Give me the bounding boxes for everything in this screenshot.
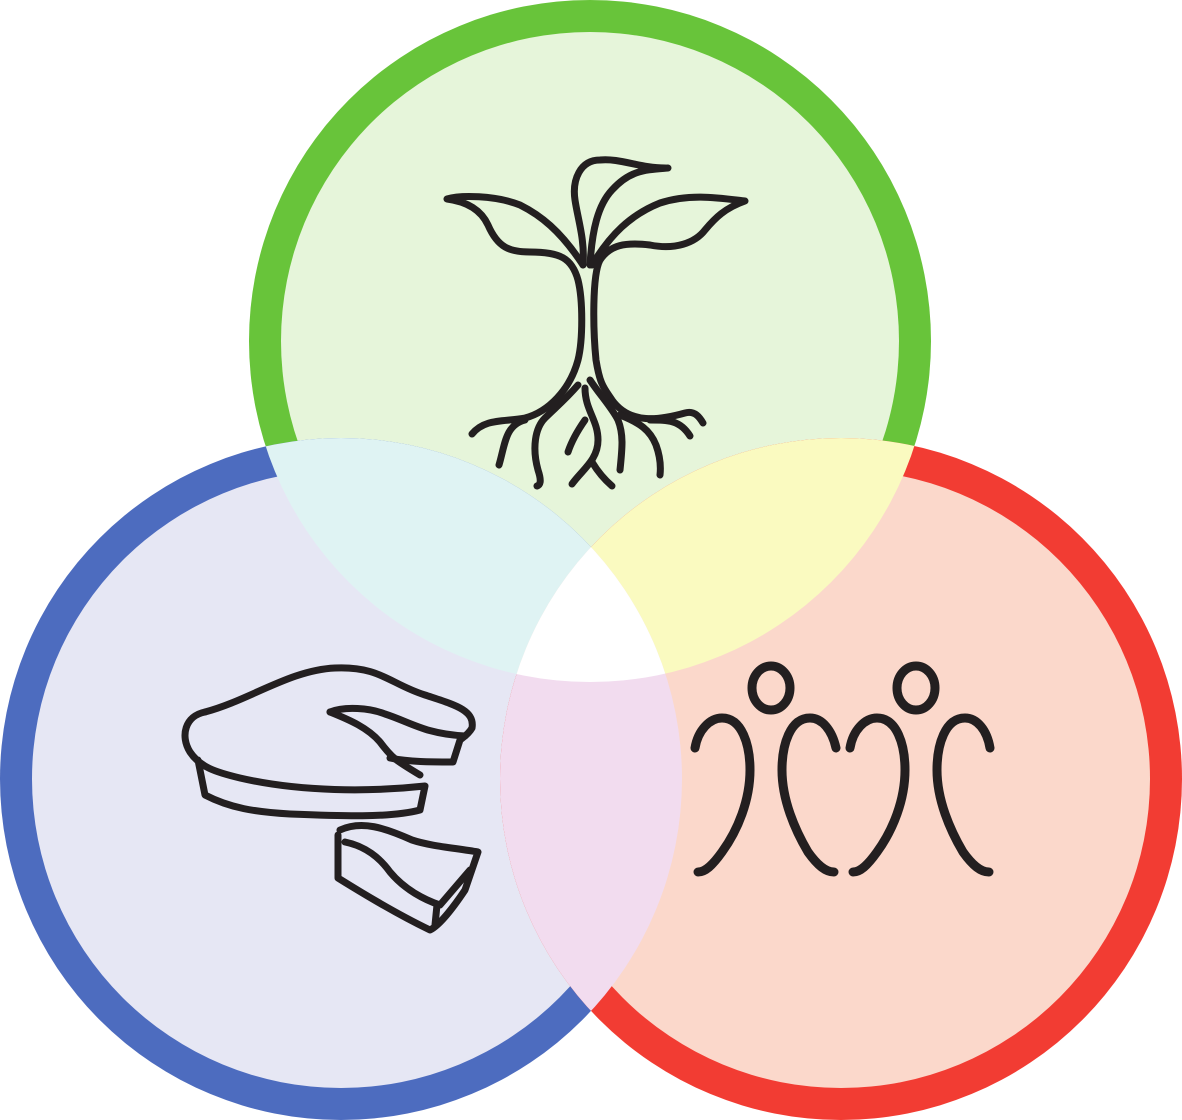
people-group-icon — [690, 661, 995, 877]
tree-with-roots-icon — [443, 156, 749, 490]
caps-hats-icon — [181, 664, 482, 934]
